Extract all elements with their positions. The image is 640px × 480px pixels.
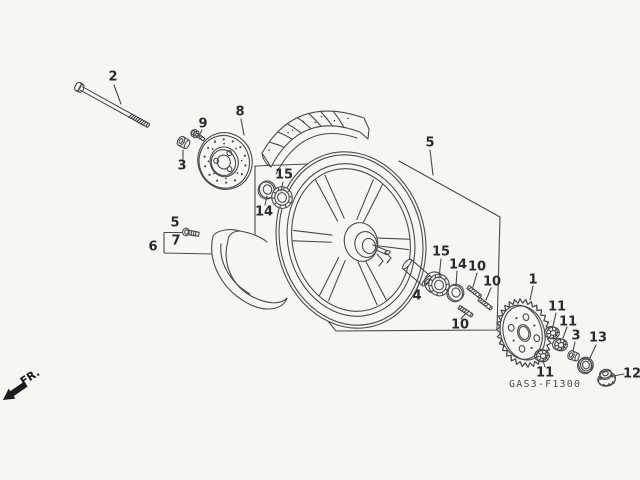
- side-collar-right-drawing: [567, 350, 580, 362]
- part-callout-washer: 13: [588, 330, 608, 346]
- dampers-drawing: [534, 325, 568, 363]
- part-callout-axle-nut: 12: [622, 366, 640, 382]
- axle-bolt-drawing: [74, 81, 150, 128]
- bearing-right-drawing: [424, 271, 450, 297]
- washer-drawing: [577, 356, 594, 375]
- part-callout-sprocket: 1: [528, 272, 538, 288]
- part-callout-distance-collar: 4: [412, 288, 422, 304]
- seal-right-drawing: [446, 283, 465, 303]
- part-callout-stud-a: 10: [467, 259, 487, 275]
- part-callout-seal-right: 14: [448, 257, 468, 273]
- part-callout-bearing-right: 15: [431, 244, 451, 260]
- part-callout-damper-c: 11: [535, 365, 555, 381]
- brake-disc-drawing: [197, 132, 253, 190]
- disc-bolt-drawing: [190, 129, 206, 142]
- part-callout-valve-upper: 5: [170, 215, 180, 231]
- fender-drawing: [211, 229, 288, 310]
- side-collar-top-drawing: [176, 135, 191, 150]
- part-callout-seal-left: 14: [254, 204, 274, 220]
- part-callout-stud-b: 10: [482, 274, 502, 290]
- part-callout-side-collar-top: 3: [177, 158, 187, 174]
- part-callout-axle-bolt: 2: [108, 69, 118, 85]
- wheel-drawing: [275, 151, 427, 329]
- axle-nut-drawing: [597, 368, 617, 387]
- tire-segment-drawing: [261, 110, 370, 175]
- stud-bolts-drawing: [457, 285, 493, 318]
- part-callout-disc-bolt: 9: [198, 116, 208, 132]
- bearing-left-drawing: [271, 186, 293, 209]
- part-callout-bearing-left: 15: [274, 167, 294, 183]
- seal-left-drawing: [257, 180, 277, 200]
- part-callout-brake-disc: 8: [235, 104, 245, 120]
- front-direction-arrow-icon: [3, 381, 28, 400]
- part-callout-side-collar-right: 3: [571, 328, 581, 344]
- leader-lines: [113, 84, 625, 377]
- diagram-code: GAS3-F1300: [509, 379, 582, 390]
- valve-drawing: [182, 227, 200, 237]
- part-callout-valve-set: 6: [148, 239, 158, 255]
- part-callout-valve-lower: 7: [171, 233, 181, 249]
- part-callout-damper-b: 11: [558, 314, 578, 330]
- part-callout-wheel: 5: [425, 135, 435, 151]
- part-callout-stud-c: 10: [450, 317, 470, 333]
- part-callout-damper-a: 11: [547, 299, 567, 315]
